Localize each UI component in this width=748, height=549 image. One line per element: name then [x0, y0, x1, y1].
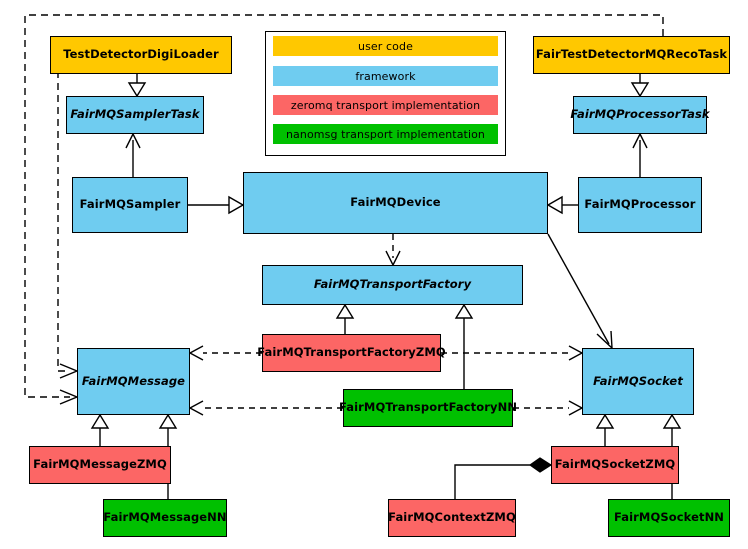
edge-sampler-to-device — [188, 195, 245, 215]
class-node-fair-mq-socket-nn[interactable]: FairMQSocketNN — [608, 499, 730, 537]
edge-device-to-socket — [547, 233, 613, 350]
edge-socketzmq-composition-contextzmq — [454, 457, 553, 499]
edge-factorynn-to-socket — [513, 400, 584, 416]
class-node-fair-mq-transport-factory-zmq[interactable]: FairMQTransportFactoryZMQ — [257, 334, 446, 372]
class-node-fair-mq-message[interactable]: FairMQMessage — [77, 348, 190, 415]
class-node-fair-mq-message-zmq[interactable]: FairMQMessageZMQ — [29, 446, 171, 484]
class-node-fair-test-detector-mq-reco-task[interactable]: FairTestDetectorMQRecoTask — [533, 36, 730, 74]
class-node-fair-mq-transport-factory-nn[interactable]: FairMQTransportFactoryNN — [339, 389, 517, 427]
edge-socketzmq-to-socket — [595, 413, 615, 446]
legend-label-nanomsg: nanomsg transport implementation — [285, 127, 486, 141]
edge-factoryzmq-to-socket — [441, 345, 584, 361]
class-node-fair-mq-sampler[interactable]: FairMQSampler — [72, 177, 188, 233]
edge-factorynn-to-factory — [454, 303, 474, 389]
legend-label-user-code: user code — [358, 39, 413, 53]
edge-factoryzmq-to-factory — [335, 303, 355, 334]
class-node-fair-mq-socket[interactable]: FairMQSocket — [582, 348, 694, 415]
edge-sampler-to-samplertask — [125, 132, 141, 177]
edge-factorynn-to-message — [188, 400, 343, 416]
legend-label-framework: framework — [355, 69, 416, 83]
class-node-test-detector-digi-loader[interactable]: TestDetectorDigiLoader — [50, 36, 232, 74]
class-node-fair-mq-sampler-task[interactable]: FairMQSamplerTask — [66, 96, 204, 134]
legend-item-user-code: user code — [273, 36, 498, 56]
legend-item-nanomsg: nanomsg transport implementation — [273, 124, 498, 144]
edge-messagezmq-to-message — [90, 413, 110, 446]
edge-device-to-transportfactory — [385, 234, 401, 267]
edge-digiloader-generalization — [127, 74, 147, 98]
legend-label-zeromq: zeromq transport implementation — [290, 98, 481, 112]
edge-factoryzmq-to-message — [188, 345, 262, 361]
class-node-fair-mq-processor-task[interactable]: FairMQProcessorTask — [570, 96, 710, 134]
class-node-fair-mq-context-zmq[interactable]: FairMQContextZMQ — [388, 499, 516, 537]
class-node-fair-mq-device[interactable]: FairMQDevice — [243, 172, 548, 234]
edge-processor-to-device — [546, 195, 578, 215]
class-node-fair-mq-processor[interactable]: FairMQProcessor — [578, 177, 702, 233]
legend-item-framework: framework — [273, 66, 498, 86]
class-node-fair-mq-transport-factory[interactable]: FairMQTransportFactory — [262, 265, 523, 305]
class-node-fair-mq-message-nn[interactable]: FairMQMessageNN — [103, 499, 227, 537]
edge-recotask-generalization — [630, 74, 650, 98]
class-node-fair-mq-socket-zmq[interactable]: FairMQSocketZMQ — [551, 446, 679, 484]
edge-processor-to-processortask — [632, 132, 648, 177]
legend-item-zeromq: zeromq transport implementation — [273, 95, 498, 115]
